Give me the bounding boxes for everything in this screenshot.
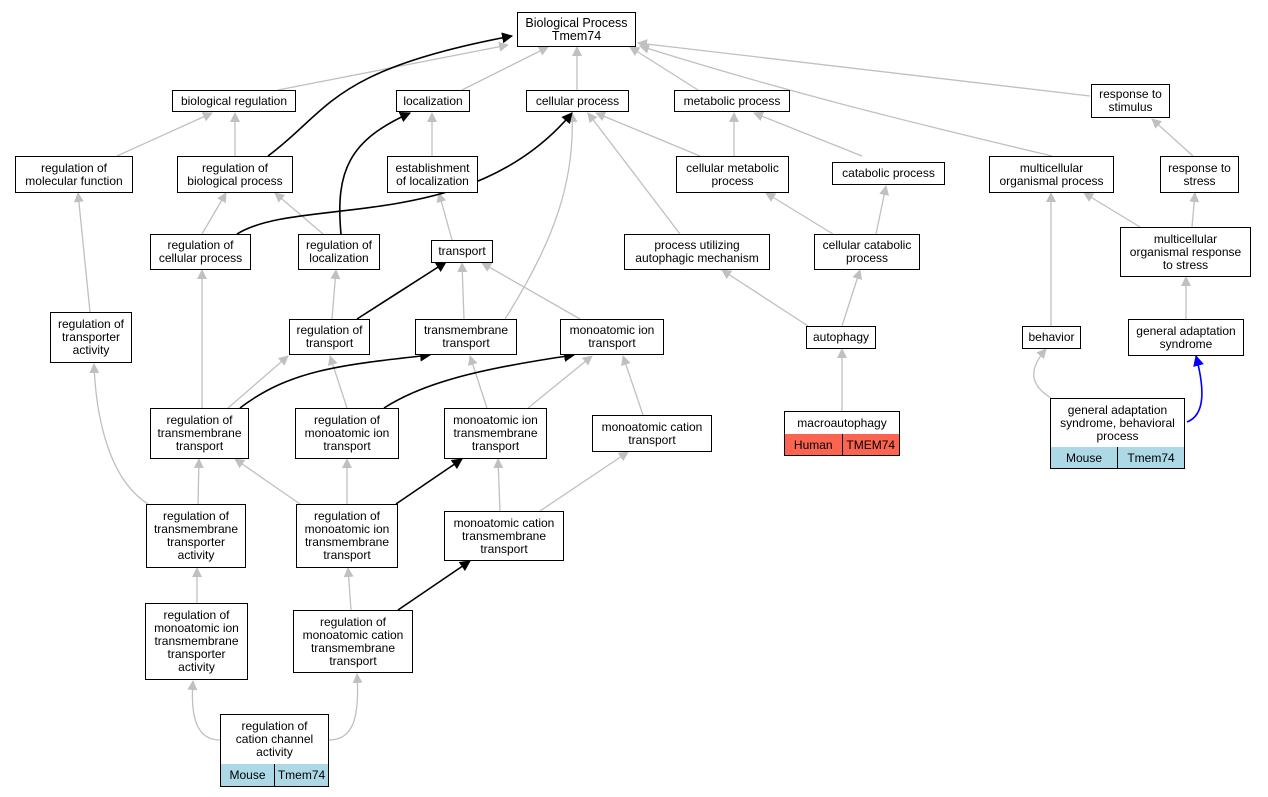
node-response-to-stimulus[interactable]: response to stimulus xyxy=(1091,84,1170,118)
edge-is-a xyxy=(1033,348,1052,399)
node-general-adaptation-syndrome[interactable]: general adaptation syndrome xyxy=(1128,319,1244,356)
edge-is-a xyxy=(587,112,681,235)
edge-is-a xyxy=(629,46,699,91)
node-regulation-of-transport[interactable]: regulation of transport xyxy=(289,319,370,355)
node-catabolic-process[interactable]: catabolic process xyxy=(832,162,945,185)
edge-is-a xyxy=(457,262,468,320)
edge-is-a xyxy=(89,363,149,505)
edge-is-a xyxy=(234,458,301,505)
edge-is-a xyxy=(481,262,581,320)
node-process-utilizing-autophagic-mechanism[interactable]: process utilizing autophagic mechanism xyxy=(624,234,770,270)
species-cell: Mouse xyxy=(221,764,274,786)
edge-is-a xyxy=(1083,192,1141,228)
node-regulation-of-transporter-activity[interactable]: regulation of transporter activity xyxy=(50,312,132,363)
node-regulation-of-cation-channel-activity[interactable]: regulation of cation channel activity xyxy=(220,714,329,765)
node-response-to-stress[interactable]: response to stress xyxy=(1160,156,1239,193)
gene-cell: TMEM74 xyxy=(841,434,899,455)
edge-is-a xyxy=(343,567,354,611)
node-regulation-of-localization[interactable]: regulation of localization xyxy=(298,234,380,270)
node-regulation-of-transmembrane-transporter-activity[interactable]: regulation of transmembrane transporter … xyxy=(146,504,246,568)
node-regulation-of-monoatomic-ion-transport[interactable]: regulation of monoatomic ion transport xyxy=(295,408,399,459)
edge-is-a xyxy=(274,192,324,235)
edge-is-a xyxy=(639,43,1053,157)
node-cellular-metabolic-process[interactable]: cellular metabolic process xyxy=(676,156,789,193)
node-transport[interactable]: transport xyxy=(431,240,493,263)
edge-is-a xyxy=(493,458,504,512)
node-macroautophagy[interactable]: macroautophagy xyxy=(784,411,900,435)
edge-part-of xyxy=(1186,354,1204,423)
node-biological-regulation[interactable]: biological regulation xyxy=(172,90,296,112)
edge-is-a xyxy=(753,111,863,157)
node-regulation-of-cellular-process[interactable]: regulation of cellular process xyxy=(150,234,251,270)
node-regulation-of-monoatomic-cation-transmembrane-transport[interactable]: regulation of monoatomic cation transmem… xyxy=(293,610,413,673)
node-autophagy[interactable]: autophagy xyxy=(806,326,876,349)
edge-is-a xyxy=(504,112,578,320)
edge-is-a xyxy=(328,355,348,409)
edge-is-a xyxy=(841,269,863,327)
edge-is-a xyxy=(468,355,488,409)
gene-cell: Tmem74 xyxy=(1117,447,1184,468)
edge-is-a xyxy=(201,192,227,235)
edge-is-a xyxy=(621,355,644,416)
edge-is-a xyxy=(539,451,629,512)
node-metabolic-process[interactable]: metabolic process xyxy=(674,90,790,112)
edge-is-a xyxy=(1151,118,1194,157)
node-localization[interactable]: localization xyxy=(396,90,470,112)
node-regulation-of-transmembrane-transport[interactable]: regulation of transmembrane transport xyxy=(150,408,249,459)
edge-is-a xyxy=(527,355,593,409)
edge-regulates xyxy=(356,261,447,320)
annotation-general-adaptation-syndrome-behavioral-process: Mouse Tmem74 xyxy=(1050,447,1185,469)
node-transmembrane-transport[interactable]: transmembrane transport xyxy=(415,319,517,355)
annotation-macroautophagy: Human TMEM74 xyxy=(784,434,900,456)
node-monoatomic-cation-transmembrane-transport[interactable]: monoatomic cation transmembrane transpor… xyxy=(444,511,564,561)
edge-is-a xyxy=(328,673,363,741)
species-cell: Human xyxy=(785,434,842,455)
edge-regulates xyxy=(267,32,514,157)
node-biological-process-root[interactable]: Biological Process Tmem74 xyxy=(517,12,636,47)
edge-is-a xyxy=(116,112,213,157)
edge-is-a xyxy=(193,458,204,505)
node-monoatomic-ion-transmembrane-transport[interactable]: monoatomic ion transmembrane transport xyxy=(444,408,547,459)
species-cell: Mouse xyxy=(1051,447,1117,468)
edge-is-a xyxy=(330,269,341,320)
node-monoatomic-cation-transport[interactable]: monoatomic cation transport xyxy=(592,415,712,452)
edge-regulates xyxy=(383,350,576,409)
edge-is-a xyxy=(721,269,809,327)
edge-is-a xyxy=(875,185,890,235)
edge-is-a xyxy=(1189,192,1200,228)
node-monoatomic-ion-transport[interactable]: monoatomic ion transport xyxy=(560,319,664,355)
node-regulation-of-monoatomic-ion-transmembrane-transport[interactable]: regulation of monoatomic ion transmembra… xyxy=(296,504,398,568)
edge-is-a xyxy=(436,192,453,241)
edge-is-a xyxy=(187,680,221,741)
node-multicellular-organismal-process[interactable]: multicellular organismal process xyxy=(989,156,1114,193)
node-cellular-catabolic-process[interactable]: cellular catabolic process xyxy=(814,234,920,270)
edge-is-a xyxy=(765,192,834,235)
edge-regulates xyxy=(339,112,412,235)
edge-regulates xyxy=(395,458,463,505)
edge-is-a xyxy=(227,355,289,409)
node-cellular-process[interactable]: cellular process xyxy=(526,90,629,112)
annotation-regulation-of-cation-channel-activity: Mouse Tmem74 xyxy=(220,764,329,787)
node-regulation-of-monoatomic-ion-transmembrane-transporter-activity[interactable]: regulation of monoatomic ion transmembra… xyxy=(145,603,248,680)
gene-cell: Tmem74 xyxy=(274,764,328,786)
edge-regulates xyxy=(397,560,471,611)
edge-is-a xyxy=(595,111,701,157)
edge-is-a xyxy=(461,46,549,91)
node-general-adaptation-syndrome-behavioral-process[interactable]: general adaptation syndrome, behavioral … xyxy=(1050,398,1185,448)
node-regulation-of-molecular-function[interactable]: regulation of molecular function xyxy=(15,156,133,193)
edge-is-a xyxy=(73,192,91,313)
edge-is-a xyxy=(637,39,1091,97)
edge-regulates xyxy=(236,112,573,235)
edge-regulates xyxy=(239,350,432,409)
node-behavior[interactable]: behavior xyxy=(1022,326,1081,349)
node-multicellular-organismal-response-to-stress[interactable]: multicellular organismal response to str… xyxy=(1120,227,1251,277)
node-regulation-of-biological-process[interactable]: regulation of biological process xyxy=(177,156,293,193)
node-establishment-of-localization[interactable]: establishment of localization xyxy=(387,156,478,193)
